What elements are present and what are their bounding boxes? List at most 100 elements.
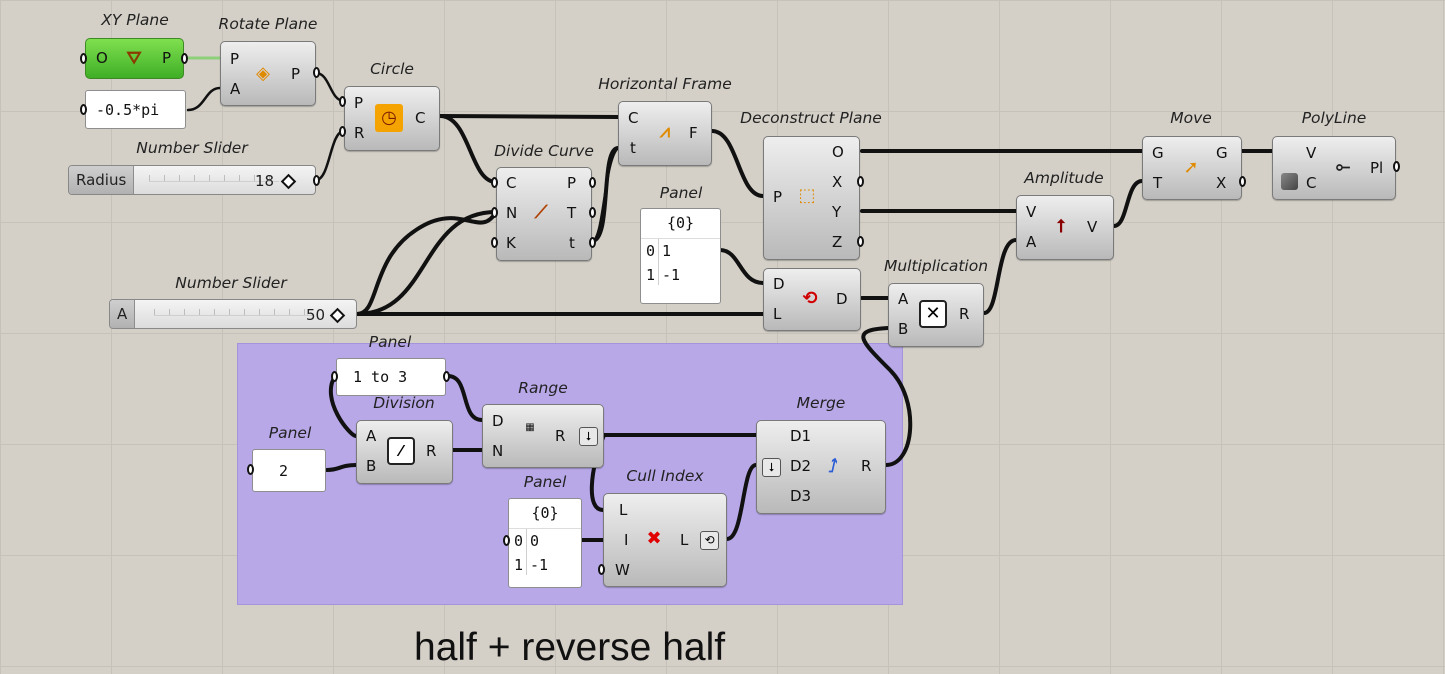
expression-panel[interactable]: -0.5*pi	[85, 90, 186, 129]
divide-curve-output-port-p[interactable]	[589, 177, 596, 188]
canvas-note-text: half + reverse half	[414, 626, 726, 669]
divide-curve-input-port-n[interactable]	[491, 207, 498, 218]
wire-paneltop-repeat	[718, 248, 765, 285]
cull-index-input-l: L	[619, 501, 628, 519]
cull-index-component[interactable]: L I W ✖ L ⟲	[603, 493, 727, 587]
panel-bottom-row-1: 1 -1	[509, 553, 581, 577]
division-component[interactable]: A B ⁄ R	[356, 420, 453, 484]
range-flatten-icon[interactable]: ⭣	[579, 427, 598, 446]
panel-two-input-port[interactable]	[247, 464, 254, 475]
polyline-output-port[interactable]	[1393, 161, 1400, 172]
panel-range-output-port[interactable]	[443, 371, 450, 382]
deconstruct-plane-output-port-x[interactable]	[857, 176, 864, 187]
deconstruct-plane-output-z: Z	[832, 233, 843, 251]
horizontal-frame-input-t: t	[630, 139, 636, 157]
multiply-icon: ✕	[919, 300, 947, 328]
merge-component[interactable]: D1 ⭣ D2 D3 ⭜ R	[756, 420, 886, 514]
multiplication-output-r: R	[959, 305, 970, 323]
polyline-closed-toggle-icon[interactable]	[1281, 173, 1298, 190]
xy-plane-output-label: P	[162, 49, 172, 67]
horizontal-frame-output-f: F	[689, 124, 698, 142]
xy-plane-output-port[interactable]	[181, 53, 188, 64]
merge-d2-flatten-icon[interactable]: ⭣	[762, 458, 781, 477]
panel-range-input-port[interactable]	[331, 371, 338, 382]
deconstruct-plane-output-y: Y	[832, 203, 842, 221]
divide-curve-output-port-t[interactable]	[589, 237, 596, 248]
range-input-n: N	[492, 442, 504, 460]
polyline-input-v: V	[1306, 144, 1317, 162]
division-input-b: B	[366, 457, 377, 475]
panel-top-value-0: 1	[662, 242, 672, 260]
circle-icon: ◷	[375, 104, 403, 132]
wire-divide-t-hframe	[590, 146, 620, 243]
rotate-plane-output-port[interactable]	[313, 67, 320, 78]
deconstruct-plane-output-port-z[interactable]	[857, 236, 864, 247]
move-output-x: X	[1216, 174, 1227, 192]
range-component[interactable]: D N ▦ R ⭣	[482, 404, 604, 468]
radius-slider-title: Number Slider	[136, 139, 248, 157]
move-component[interactable]: G T ➚ G X	[1142, 136, 1242, 200]
wire-circle-divide	[438, 114, 498, 184]
horizontal-frame-icon: ⩘	[659, 121, 671, 142]
amp-slider-name: A	[110, 300, 136, 328]
circle-input-port-p[interactable]	[339, 96, 346, 107]
amp-slider-knob-icon[interactable]	[329, 307, 346, 324]
divide-curve-input-port-c[interactable]	[491, 177, 498, 188]
radius-slider-output-port[interactable]	[313, 175, 320, 186]
divide-curve-output-port-t-upper[interactable]	[589, 207, 596, 218]
divide-curve-input-k: K	[506, 234, 516, 252]
divide-curve-input-port-k[interactable]	[491, 237, 498, 248]
amp-slider[interactable]: A 50	[109, 299, 357, 329]
deconstruct-plane-component[interactable]: P ⬚ O X Y Z	[763, 136, 860, 260]
radius-slider-knob-icon[interactable]	[280, 173, 297, 190]
radius-slider-track[interactable]	[149, 175, 279, 182]
divide-curve-output-t: t	[569, 234, 575, 252]
amplitude-output-v: V	[1087, 218, 1098, 236]
deconstruct-plane-input-p: P	[773, 188, 783, 206]
repeat-data-input-l: L	[773, 305, 782, 323]
amplitude-component[interactable]: V A ⭡ V	[1016, 195, 1114, 260]
panel-bottom-input-port[interactable]	[503, 535, 510, 546]
panel-two[interactable]: 2	[252, 449, 326, 492]
panel-top-separator	[658, 239, 659, 285]
xy-plane-input-label: O	[96, 49, 108, 67]
circle-input-port-r[interactable]	[339, 126, 346, 137]
panel-bottom-index-1: 1	[514, 556, 524, 574]
amp-slider-track[interactable]	[154, 309, 314, 316]
radius-slider[interactable]: Radius 18	[68, 165, 316, 195]
expression-panel-output-port[interactable]	[80, 104, 87, 115]
cull-index-input-port-w[interactable]	[598, 564, 605, 575]
deconstruct-plane-title: Deconstruct Plane	[740, 109, 882, 127]
horizontal-frame-input-c: C	[628, 109, 639, 127]
rotate-plane-title: Rotate Plane	[218, 15, 318, 33]
panel-top-header: {0}	[641, 209, 720, 239]
cull-index-wrap-icon[interactable]: ⟲	[700, 531, 719, 550]
merge-input-d3: D3	[790, 487, 812, 505]
divide-curve-component[interactable]: C N K ⟋ P T t	[496, 167, 592, 261]
horizontal-frame-component[interactable]: C t ⩘ F	[618, 101, 712, 166]
move-output-port-x[interactable]	[1239, 176, 1246, 187]
panel-bottom-value-1: -1	[530, 556, 549, 574]
panel-range[interactable]: 1 to 3	[336, 358, 446, 396]
deconstruct-plane-icon: ⬚	[798, 185, 816, 206]
rotate-plane-component[interactable]: P A ◈ P	[220, 41, 316, 106]
move-title: Move	[1170, 109, 1212, 127]
multiplication-component[interactable]: A B ✕ R	[888, 283, 984, 347]
repeat-data-component[interactable]: D L ⟲ D	[763, 268, 861, 331]
merge-input-d2: D2	[790, 457, 812, 475]
xy-plane-input-port[interactable]	[80, 53, 87, 64]
division-title: Division	[373, 394, 435, 412]
horizontal-frame-title: Horizontal Frame	[598, 75, 732, 93]
divide-curve-input-c: C	[506, 174, 517, 192]
panel-range-value: 1 to 3	[353, 368, 408, 386]
polyline-component[interactable]: V C ⟜ Pl	[1272, 136, 1396, 200]
multiplication-title: Multiplication	[883, 257, 989, 275]
deconstruct-plane-output-x: X	[832, 173, 843, 191]
circle-component[interactable]: P R ◷ C	[344, 86, 440, 151]
xy-plane-component[interactable]: O ⛛ P	[85, 38, 184, 79]
panel-bottom-value-0: 0	[530, 532, 540, 550]
